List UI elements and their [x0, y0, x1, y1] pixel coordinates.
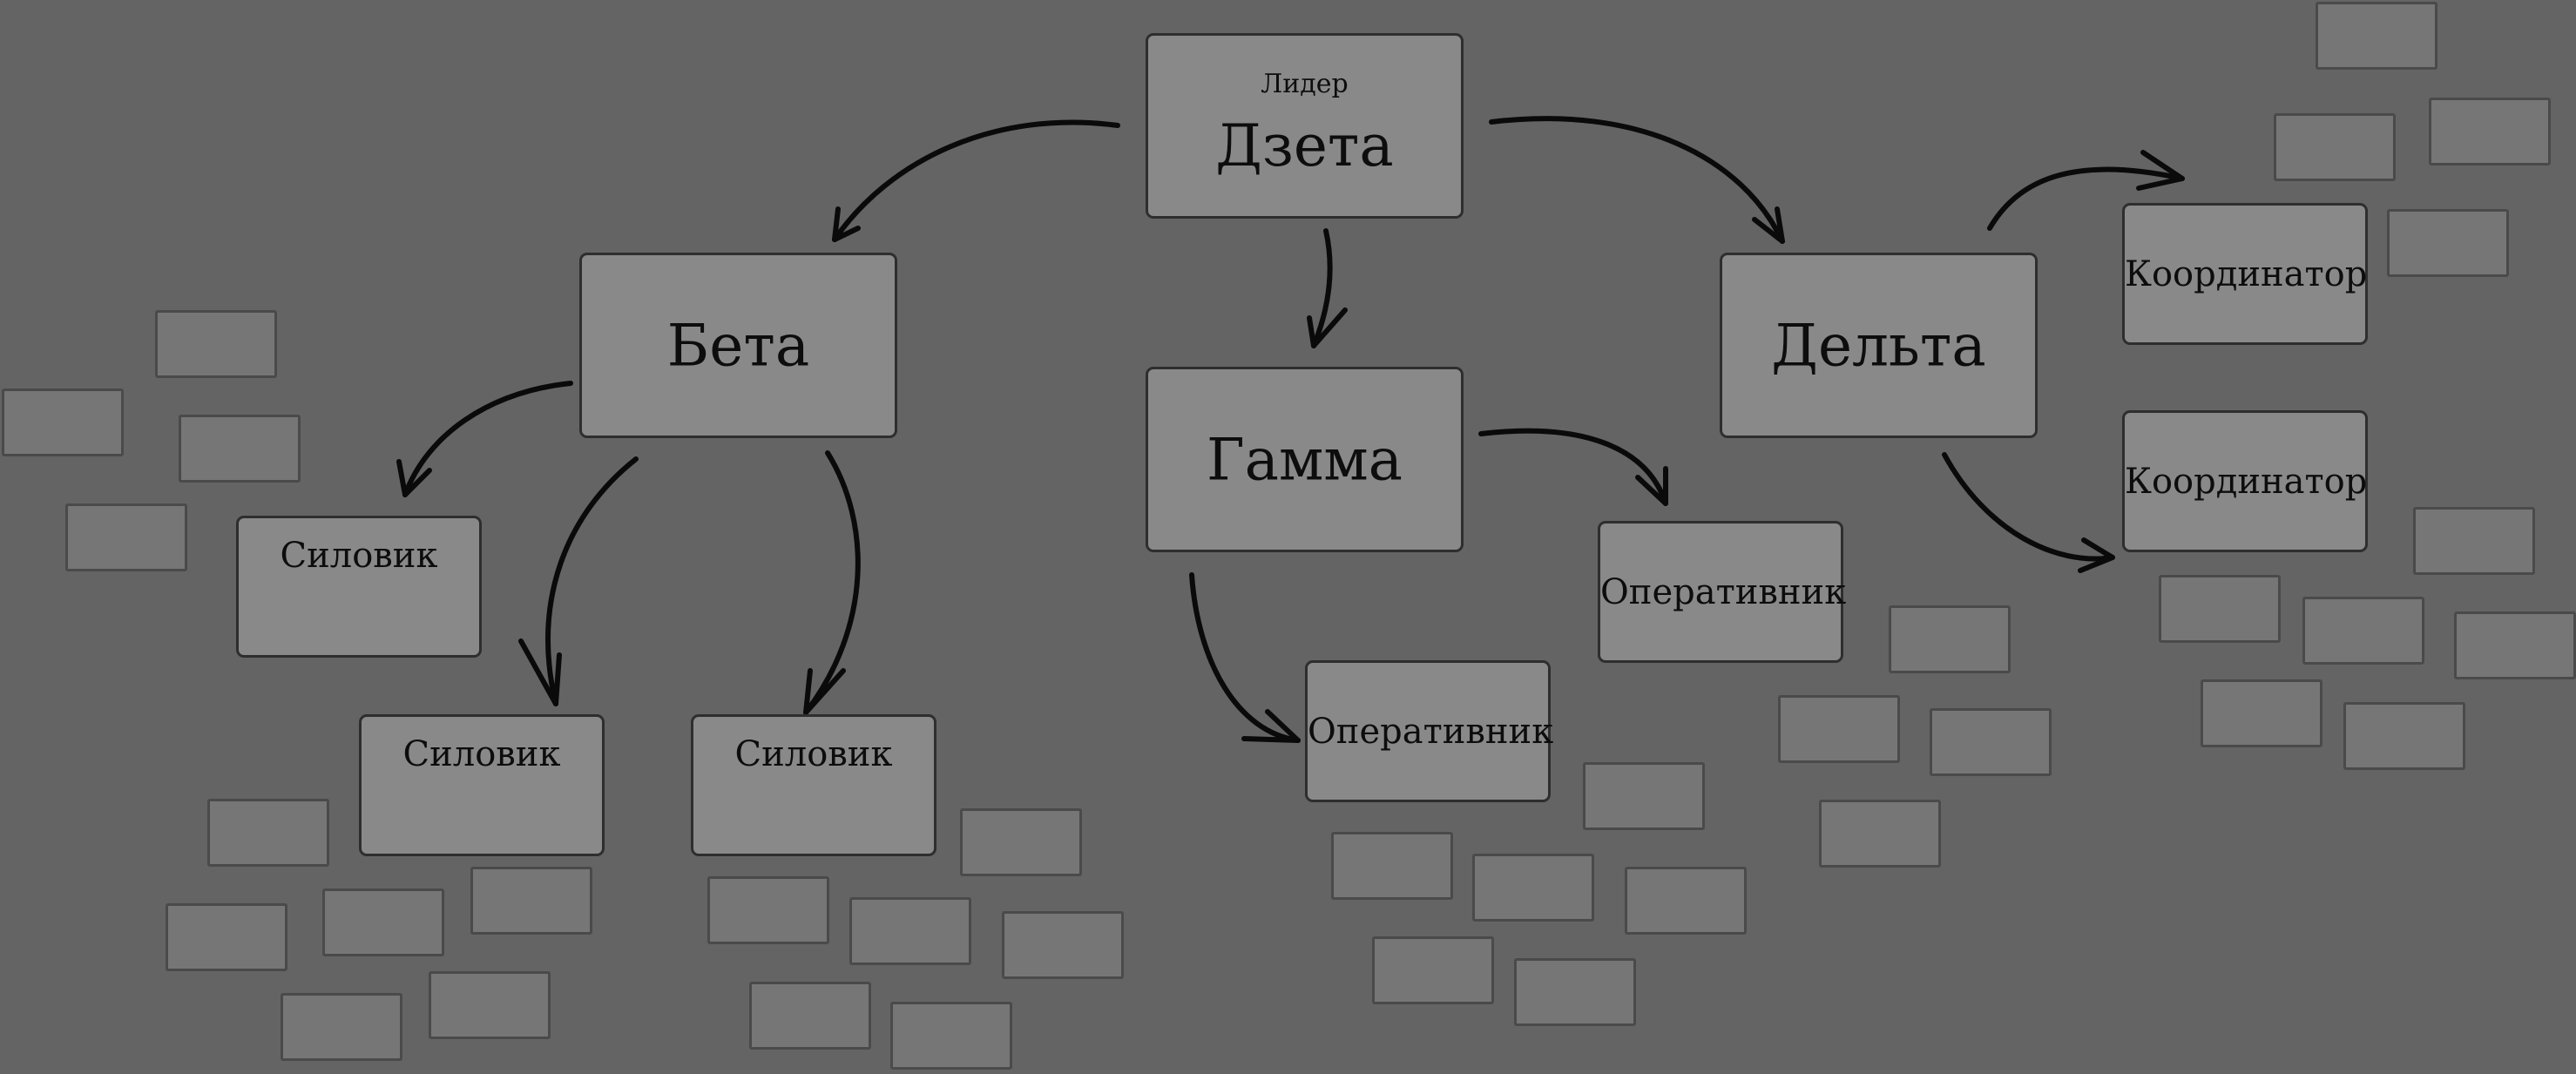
background-brick: [2159, 575, 2281, 643]
node-operative-2: Оперативник: [1598, 521, 1847, 663]
arrow-zeta-to-delta: [1489, 116, 1785, 244]
node-beta-label: Бета: [666, 312, 810, 379]
background-brick: [1002, 911, 1124, 979]
background-brick: [281, 993, 402, 1061]
node-enforcer-2: Силовик: [359, 714, 605, 856]
background-brick: [155, 310, 277, 378]
background-brick: [707, 876, 829, 944]
background-brick: [1889, 605, 2011, 673]
background-brick: [429, 971, 551, 1039]
background-brick: [2, 388, 124, 456]
node-enforcer-3-label: Силовик: [734, 734, 893, 774]
arrow-beta-to-enforcer-2: [545, 456, 639, 706]
arrow-gamma-to-operative-1: [1189, 572, 1301, 743]
node-zeta-caption: Лидер: [1261, 69, 1349, 99]
node-coordinator-1: Координатор: [2122, 203, 2368, 345]
background-brick: [1778, 695, 1900, 763]
background-brick: [1472, 854, 1594, 922]
background-brick: [470, 867, 592, 935]
background-brick: [1819, 800, 1941, 868]
background-brick: [1625, 867, 1747, 935]
background-brick: [1331, 832, 1453, 900]
background-brick: [2274, 113, 2396, 181]
node-enforcer-1-label: Силовик: [280, 536, 438, 576]
node-gamma-label: Гамма: [1206, 426, 1403, 493]
node-enforcer-1: Силовик: [236, 516, 482, 658]
arrow-gamma-to-operative-2: [1478, 428, 1668, 506]
node-delta-label: Дельта: [1771, 312, 1986, 379]
node-enforcer-3: Силовик: [691, 714, 936, 856]
background-brick: [890, 1002, 1012, 1070]
background-brick: [322, 888, 444, 956]
node-delta: Дельта: [1720, 253, 2038, 438]
arrow-beta-to-enforcer-3: [803, 450, 861, 715]
node-zeta-label: Дзета: [1215, 112, 1394, 179]
arrowhead-delta-to-coordinator-2: [2078, 537, 2115, 573]
arrowhead-beta-to-enforcer-1: [396, 459, 432, 497]
arrowhead-gamma-to-operative-2: [1635, 466, 1668, 506]
background-brick: [2387, 209, 2509, 277]
arrow-zeta-to-beta: [832, 119, 1120, 242]
background-brick: [2316, 2, 2437, 70]
background-brick: [1930, 708, 2052, 776]
node-operative-1-label: Оперативник: [1308, 711, 1554, 752]
background-brick: [2302, 597, 2424, 665]
arrow-delta-to-coordinator-1: [1987, 166, 2185, 231]
background-brick: [65, 503, 187, 571]
arrow-delta-to-coordinator-2: [1942, 452, 2115, 562]
arrowhead-delta-to-coordinator-1: [2136, 150, 2185, 191]
background-brick: [2429, 98, 2551, 165]
node-beta: Бета: [579, 253, 897, 438]
arrowhead-gamma-to-operative-1: [1241, 709, 1301, 743]
background-brick: [749, 982, 871, 1050]
node-operative-2-label: Оперативник: [1600, 571, 1847, 612]
arrowhead-zeta-to-gamma: [1307, 307, 1348, 348]
background-brick: [2454, 611, 2576, 679]
node-gamma: Гамма: [1146, 367, 1464, 552]
node-coordinator-1-label: Координатор: [2125, 253, 2368, 294]
background-brick: [1372, 936, 1494, 1004]
background-brick: [179, 415, 301, 483]
node-enforcer-2-label: Силовик: [402, 734, 561, 774]
arrowhead-beta-to-enforcer-2: [518, 638, 562, 706]
background-brick: [960, 808, 1082, 876]
background-brick: [2201, 679, 2322, 747]
background-brick: [207, 799, 329, 867]
arrowhead-zeta-to-delta: [1752, 206, 1785, 244]
node-coordinator-2-label: Координатор: [2125, 461, 2368, 502]
node-operative-1: Оперативник: [1305, 660, 1554, 802]
arrow-beta-to-enforcer-1: [402, 381, 573, 497]
background-brick: [2343, 702, 2465, 770]
background-brick: [1514, 958, 1636, 1026]
background-brick: [849, 897, 971, 965]
arrowhead-beta-to-enforcer-3: [803, 668, 846, 715]
node-coordinator-2: Координатор: [2122, 410, 2368, 552]
background-brick: [1583, 762, 1705, 830]
background-brick: [2413, 507, 2535, 575]
arrowhead-zeta-to-beta: [832, 206, 861, 242]
node-zeta: Лидер Дзета: [1146, 33, 1464, 219]
arrow-zeta-to-gamma: [1311, 228, 1333, 348]
background-brick: [166, 903, 287, 971]
